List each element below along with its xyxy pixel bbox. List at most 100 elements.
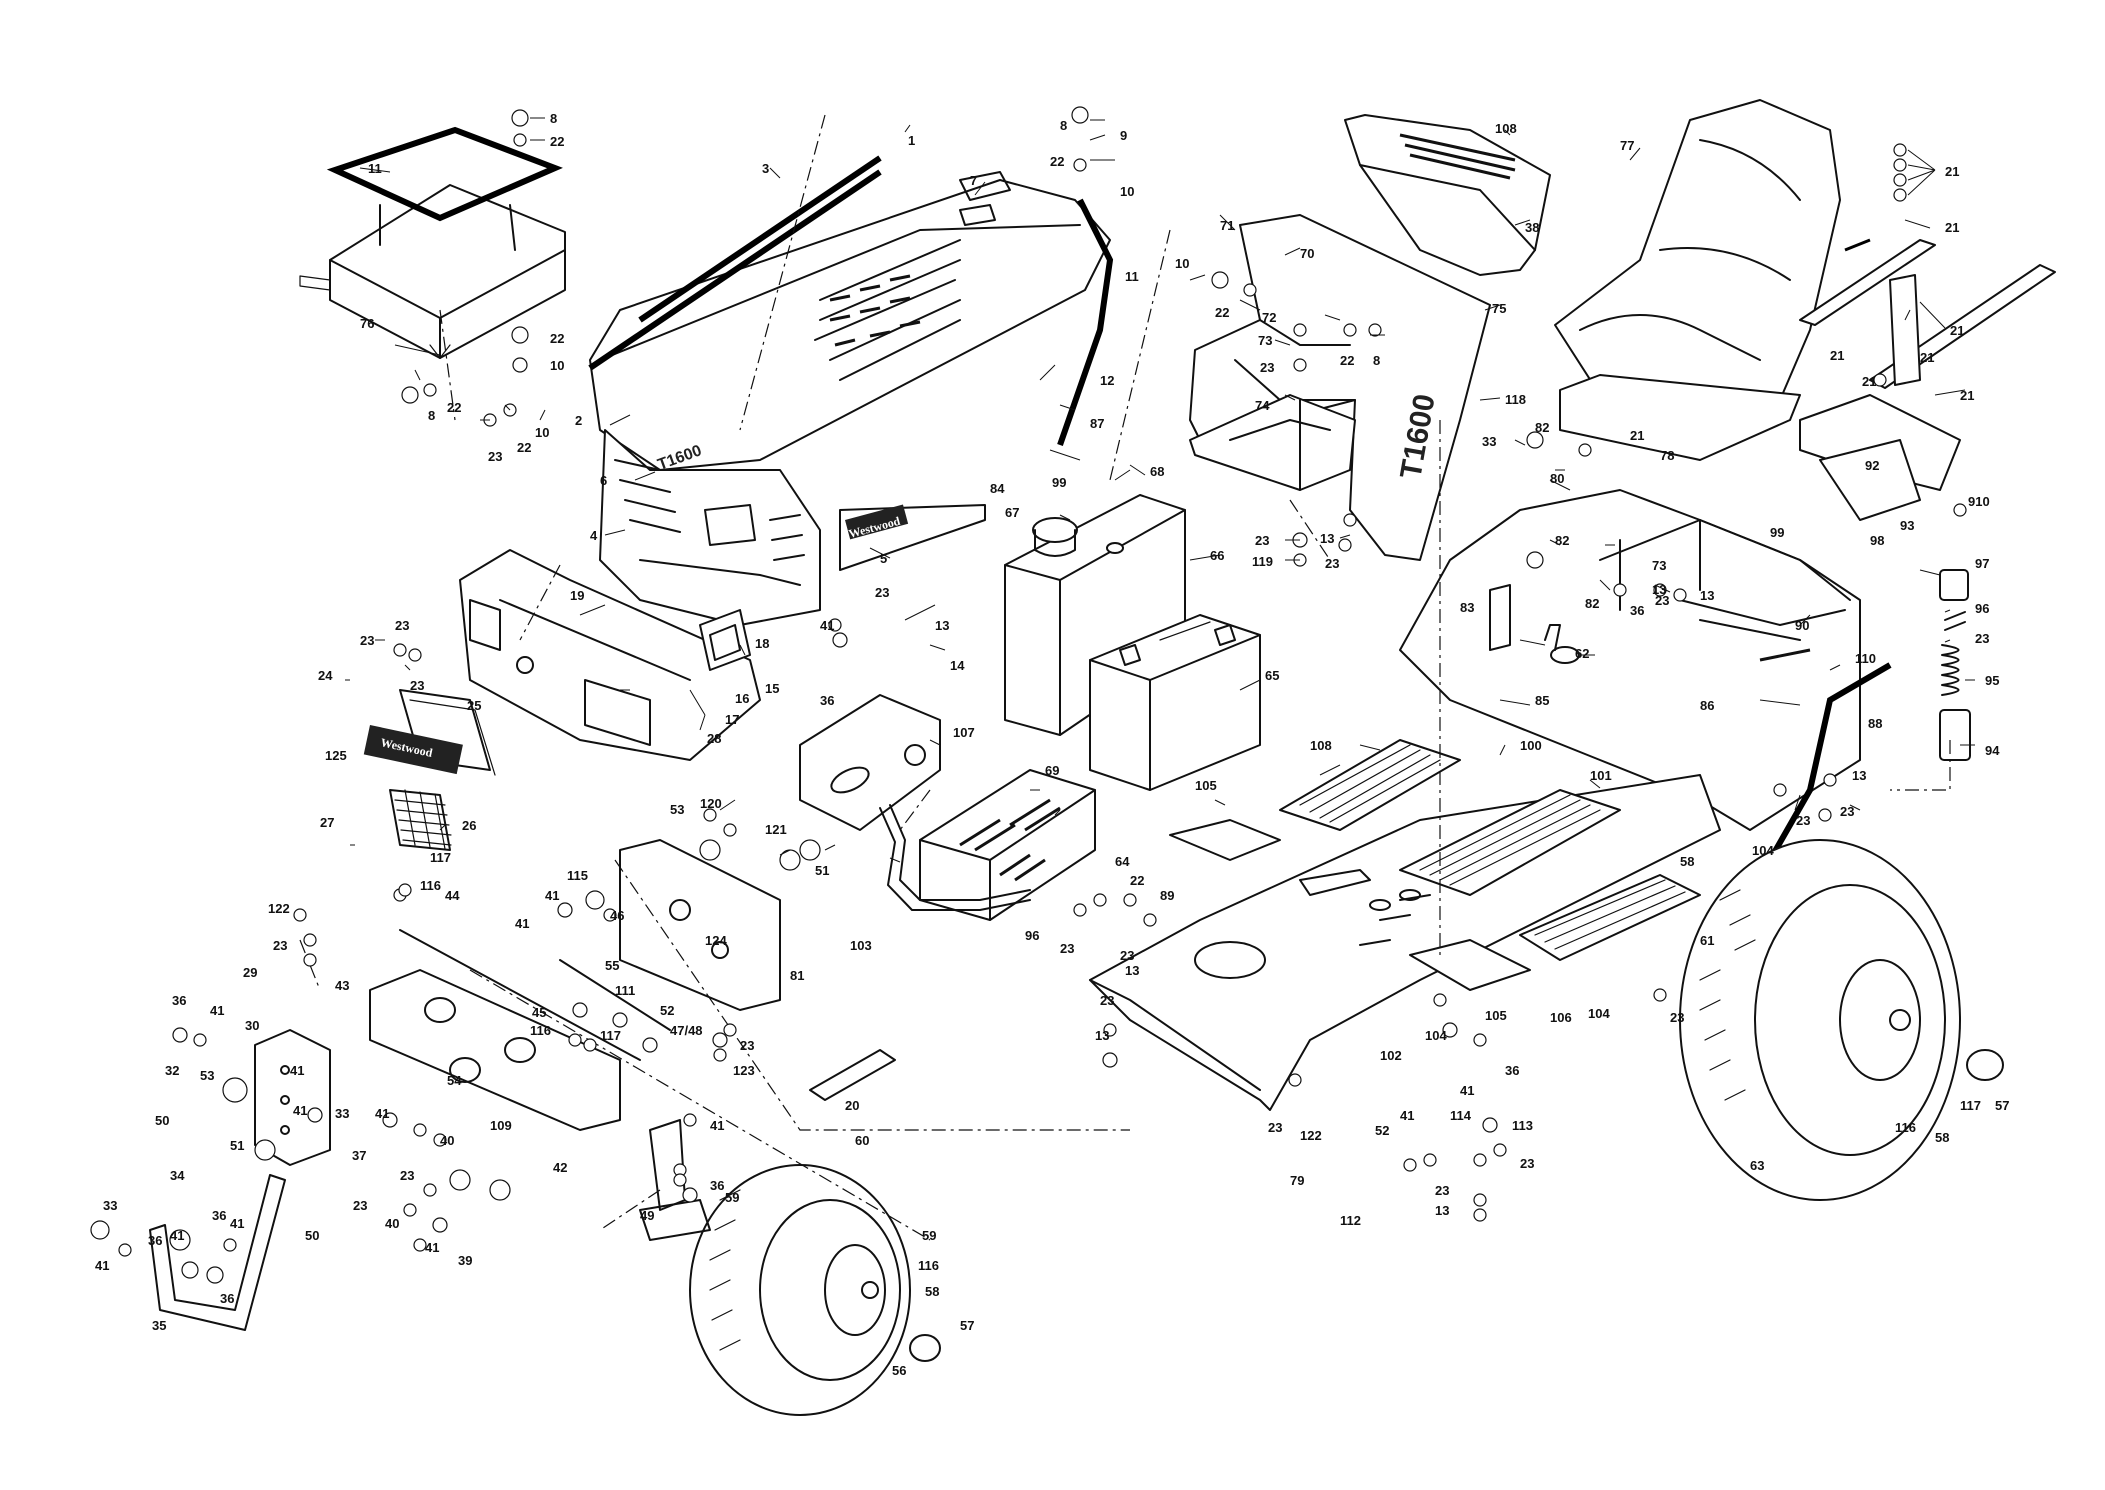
- callout-23: 23: [875, 585, 889, 600]
- callout-90: 90: [1795, 618, 1809, 633]
- callout-50: 50: [305, 1228, 319, 1243]
- rear-hubcap-part-57: [1966, 1049, 2004, 1081]
- callout-21: 21: [1960, 388, 1974, 403]
- callout-68: 68: [1150, 464, 1164, 479]
- callout-51: 51: [815, 863, 829, 878]
- callout-85: 85: [1535, 693, 1549, 708]
- callout-122: 122: [268, 901, 290, 916]
- exhaust-pipe-part-103: [879, 804, 1031, 911]
- callout-3: 3: [762, 161, 769, 176]
- callout-58: 58: [1935, 1130, 1949, 1145]
- callout-21: 21: [1830, 348, 1844, 363]
- callout-82: 82: [1535, 420, 1549, 435]
- callout-23: 23: [1100, 993, 1114, 1008]
- callout-8: 8: [550, 111, 557, 126]
- callout-80: 80: [1550, 471, 1564, 486]
- trim-strip-part-88: [1767, 662, 1892, 862]
- callout-77: 77: [1620, 138, 1634, 153]
- callout-92: 92: [1865, 458, 1879, 473]
- callout-23: 23: [1520, 1156, 1534, 1171]
- callout-13: 13: [1125, 963, 1139, 978]
- callout-17: 17: [725, 712, 739, 727]
- callout-11: 11: [1125, 269, 1139, 284]
- callout-20: 20: [845, 1098, 859, 1113]
- callout-99: 99: [1770, 525, 1784, 540]
- callout-23: 23: [1260, 360, 1274, 375]
- callout-114: 114: [1450, 1108, 1472, 1123]
- callout-121: 121: [765, 822, 787, 837]
- cowl-part-38: [1344, 114, 1551, 276]
- callout-106: 106: [1550, 1010, 1572, 1025]
- callout-50: 50: [155, 1113, 169, 1128]
- callout-51: 51: [230, 1138, 244, 1153]
- callout-34: 34: [170, 1168, 185, 1183]
- callout-33: 33: [335, 1106, 349, 1121]
- callout-41: 41: [515, 916, 529, 931]
- front-hubcap-part-57: [909, 1334, 941, 1362]
- callout-36: 36: [148, 1233, 162, 1248]
- callout-46: 46: [610, 908, 624, 923]
- callout-64: 64: [1115, 854, 1130, 869]
- callout-23: 23: [1975, 631, 1989, 646]
- callout-22: 22: [447, 400, 461, 415]
- callout-21: 21: [1630, 428, 1644, 443]
- callout-22: 22: [517, 440, 531, 455]
- callout-41: 41: [820, 618, 834, 633]
- callout-21: 21: [1945, 164, 1959, 179]
- callout-33: 33: [1482, 434, 1496, 449]
- callout-71: 71: [1220, 218, 1234, 233]
- callout-116: 116: [918, 1258, 939, 1273]
- callout-8: 8: [428, 408, 435, 423]
- callout-32: 32: [165, 1063, 179, 1078]
- grille-part-4: Westwood T1600: [599, 429, 986, 626]
- axle-part-42: [369, 969, 621, 1131]
- callout-59: 59: [725, 1190, 739, 1205]
- callout-23: 23: [353, 1198, 367, 1213]
- callout-36: 36: [220, 1291, 234, 1306]
- callout-110: 110: [1855, 651, 1876, 666]
- callout-23: 23: [360, 633, 374, 648]
- frame-part-102: [1089, 774, 1721, 1111]
- callout-87: 87: [1090, 416, 1104, 431]
- front-tire-part-60: [689, 1164, 911, 1416]
- callout-61: 61: [1700, 933, 1714, 948]
- callout-13: 13: [1700, 588, 1714, 603]
- callout-63: 63: [1750, 1158, 1764, 1173]
- callout-23: 23: [1670, 1010, 1684, 1025]
- callout-115: 115: [567, 868, 588, 883]
- grille-insert-part-26: [389, 789, 452, 851]
- callout-41: 41: [290, 1063, 304, 1078]
- callout-41: 41: [1400, 1108, 1414, 1123]
- callout-5: 5: [880, 551, 887, 566]
- callout-82: 82: [1585, 596, 1599, 611]
- callout-29: 29: [243, 965, 257, 980]
- callout-8: 8: [1373, 353, 1380, 368]
- callout-72: 72: [1262, 310, 1276, 325]
- callout-22: 22: [550, 134, 564, 149]
- callout-47/48: 47/48: [670, 1023, 703, 1038]
- callout-124: 124: [705, 933, 727, 948]
- callout-96: 96: [1975, 601, 1989, 616]
- callout-2: 2: [575, 413, 582, 428]
- console-part-75: T1600: [1189, 214, 1491, 561]
- callout-25: 25: [467, 698, 481, 713]
- callout-104: 104: [1425, 1028, 1447, 1043]
- callout-36: 36: [212, 1208, 226, 1223]
- rear-tire-part-63: [1679, 839, 1961, 1201]
- callout-105: 105: [1195, 778, 1217, 793]
- callout-102: 102: [1380, 1048, 1402, 1063]
- callout-41: 41: [710, 1118, 724, 1133]
- assembly-lines: [299, 114, 1951, 1241]
- callout-10: 10: [1120, 184, 1134, 199]
- callout-125: 125: [325, 748, 347, 763]
- callout-19: 19: [570, 588, 584, 603]
- callout-107: 107: [953, 725, 975, 740]
- callout-53: 53: [670, 802, 684, 817]
- callout-41: 41: [293, 1103, 307, 1118]
- callout-120: 120: [700, 796, 722, 811]
- callout-109: 109: [490, 1118, 512, 1133]
- callout-14: 14: [950, 658, 965, 673]
- callout-94: 94: [1985, 743, 2000, 758]
- callout-1: 1: [908, 133, 915, 148]
- callout-100: 100: [1520, 738, 1542, 753]
